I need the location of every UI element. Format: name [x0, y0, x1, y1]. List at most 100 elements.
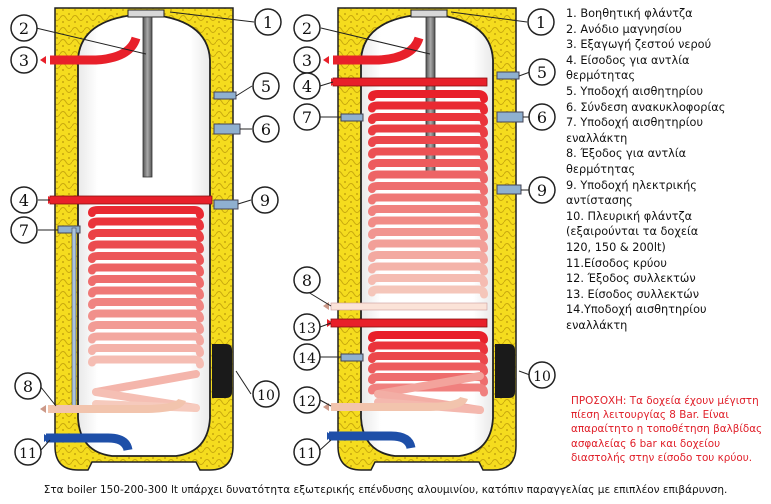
auxiliary-flange — [410, 9, 448, 18]
arrow-in-icon — [44, 434, 50, 442]
svg-text:5: 5 — [261, 77, 271, 96]
coil-turn — [368, 216, 488, 230]
exchanger-sensor-sleeve — [340, 113, 364, 122]
legend-item: 12. Έξοδος συλλεκτών — [566, 272, 696, 286]
coil-turn — [368, 159, 488, 172]
coil-turn — [368, 182, 488, 195]
auxiliary-flange — [127, 9, 165, 18]
coil-turn — [92, 370, 200, 396]
svg-text:8: 8 — [302, 271, 312, 290]
callout-2: 2 — [293, 14, 321, 42]
coil-turn — [368, 113, 488, 126]
leader-lines — [35, 11, 531, 451]
callout-12: 12 — [293, 386, 321, 414]
coil-turn — [368, 205, 488, 218]
legend-item: 5. Υποδοχή αισθητηρίου — [566, 84, 703, 98]
callout-2: 2 — [10, 14, 38, 42]
callout-5: 5 — [252, 72, 280, 100]
collector-outlet-pipe — [331, 396, 468, 411]
exchanger-sensor-sleeve — [57, 225, 81, 234]
magnesium-anode — [142, 16, 153, 178]
heater-port — [496, 184, 522, 195]
legend-item: 7. Υποδοχή αισθητηρίου εναλλάκτη — [566, 116, 703, 145]
side-flange — [212, 344, 232, 398]
coil-turn — [368, 341, 488, 355]
coil-turn — [88, 240, 204, 254]
svg-text:7: 7 — [302, 108, 312, 127]
svg-text:11: 11 — [19, 446, 37, 462]
svg-text:3: 3 — [302, 51, 312, 70]
callout-3: 3 — [293, 46, 321, 74]
heat-pump-outlet-pipe — [330, 302, 488, 311]
flow-arrows — [40, 56, 337, 442]
coil-turn — [368, 251, 488, 264]
heat-pump-inlet-pipe — [49, 195, 213, 205]
recirculation-port — [496, 111, 524, 123]
arrow-in-icon — [48, 196, 54, 204]
cold-water-inlet-pipe — [46, 433, 133, 452]
coil-turn — [88, 263, 204, 277]
arrow-out-icon — [40, 405, 46, 413]
coil-turn — [368, 239, 488, 253]
tank-single-coil — [46, 7, 241, 471]
legend-item: 4. Είσοδος για αντλία θερμότητας — [566, 53, 690, 83]
svg-text:9: 9 — [537, 181, 547, 200]
hot-water-outlet-pipe — [50, 36, 141, 65]
coil-turn — [88, 286, 204, 300]
arrow-out-icon — [323, 56, 329, 64]
coil-turn — [368, 193, 488, 207]
coil-turn — [368, 352, 488, 365]
callout-9: 9 — [251, 186, 279, 214]
tank-double-coil — [329, 7, 524, 471]
callout-6: 6 — [528, 103, 556, 131]
exchanger-sensor-sleeve-2 — [340, 353, 364, 362]
exchanger-sensor-tube — [71, 227, 77, 407]
coil-turn — [368, 136, 488, 149]
coil-turn — [368, 228, 488, 241]
coil-turn — [88, 332, 204, 346]
coil-turn — [368, 362, 488, 376]
legend-item: 14.Υποδοχή αισθητηρίου εναλλάκτη — [566, 303, 707, 332]
coil-turn — [368, 274, 488, 287]
svg-text:6: 6 — [537, 108, 547, 127]
callout-4: 4 — [10, 186, 38, 214]
callout-1: 1 — [527, 8, 555, 36]
coil-turn — [368, 90, 488, 103]
coil-turn — [374, 372, 484, 398]
sensor-sleeve-5 — [213, 91, 237, 100]
svg-text:10: 10 — [257, 388, 275, 404]
callout-5: 5 — [528, 58, 556, 86]
coil-turn — [368, 373, 488, 386]
svg-text:10: 10 — [533, 369, 551, 385]
hot-water-outlet-pipe — [333, 36, 424, 65]
recirculation-port — [213, 123, 241, 135]
legend-item: 13. Είσοδος συλλεκτών — [566, 287, 700, 301]
arrow-out-icon — [323, 403, 329, 411]
callout-14: 14 — [293, 343, 321, 371]
coil-turn — [88, 355, 204, 369]
side-flange — [495, 344, 515, 398]
cold-water-inlet-pipe — [329, 431, 416, 450]
legend-item: 9. Υποδοχή ηλεκτρικής αντίστασης — [566, 178, 697, 208]
heat-pump-inlet-pipe — [332, 77, 488, 87]
coil-turn — [368, 331, 488, 344]
callout-11: 11 — [14, 438, 42, 466]
callout-7: 7 — [10, 216, 38, 244]
coil-turn — [88, 309, 204, 323]
heat-pump-outlet-pipe — [48, 398, 186, 413]
svg-text:8: 8 — [23, 377, 33, 396]
svg-text:5: 5 — [537, 63, 547, 82]
svg-text:11: 11 — [298, 446, 316, 462]
svg-text:4: 4 — [19, 191, 29, 210]
svg-text:1: 1 — [536, 13, 546, 32]
legend-item: 1. Βοηθητική φλάντζα — [566, 7, 693, 20]
arrow-in-icon — [331, 78, 337, 86]
svg-text:1: 1 — [263, 13, 273, 32]
legend-item: 2. Ανόδιο μαγνησίου — [566, 22, 682, 36]
svg-text:9: 9 — [260, 191, 270, 210]
coil-turn — [88, 298, 204, 311]
coil-turn — [368, 124, 488, 138]
legend-item: 8. Έξοδος για αντλία θερμότητας — [566, 147, 687, 176]
callout-10: 10 — [252, 380, 280, 408]
heater-port — [213, 199, 239, 210]
